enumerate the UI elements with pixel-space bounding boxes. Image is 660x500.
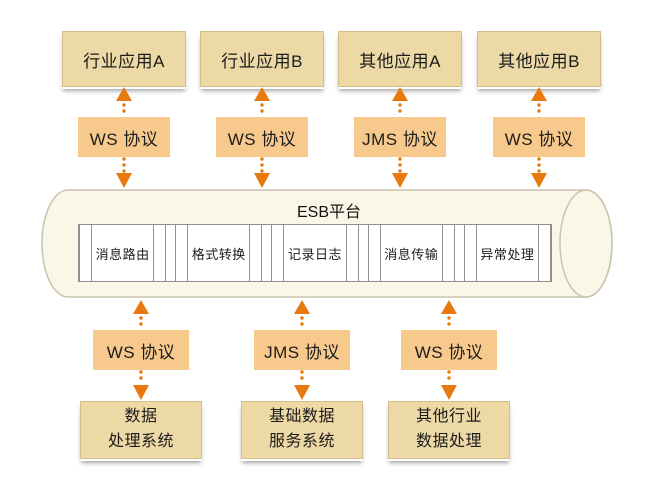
protocol-label: JMS 协议 xyxy=(354,117,446,157)
arrow-up-icon xyxy=(133,300,149,330)
esb-module-logging: 记录日志 xyxy=(271,225,359,281)
protocol-label: WS 协议 xyxy=(216,117,308,157)
arrow-up-icon xyxy=(531,87,547,117)
module-spacer xyxy=(272,225,285,281)
arrow-down-icon xyxy=(441,370,457,400)
protocol-label: WS 协议 xyxy=(493,117,585,157)
module-spacer xyxy=(80,225,92,281)
module-label: 消息传输 xyxy=(384,246,439,262)
esb-module-strip: 消息路由 格式转换 记录日志 消息传输 异常处理 xyxy=(78,224,552,282)
esb-module-message-routing: 消息路由 xyxy=(79,225,167,281)
module-label: 格式转换 xyxy=(191,246,246,262)
module-label: 消息路由 xyxy=(95,246,150,262)
arrow-down-icon xyxy=(531,157,547,188)
arrow-up-icon xyxy=(441,300,457,330)
protocol-label: JMS 协议 xyxy=(254,330,350,370)
arrow-down-icon xyxy=(392,157,408,188)
protocol-label: WS 协议 xyxy=(93,330,189,370)
esb-platform-title: ESB平台 xyxy=(296,204,362,221)
esb-module-exception-handling: 异常处理 xyxy=(463,225,552,281)
module-spacer xyxy=(441,225,454,281)
module-label: 记录日志 xyxy=(288,246,343,262)
arrow-up-icon xyxy=(254,87,270,117)
module-spacer xyxy=(369,225,381,281)
arrow-up-icon xyxy=(294,300,310,330)
arrow-up-icon xyxy=(116,87,132,117)
arrow-down-icon xyxy=(294,370,310,400)
arrow-up-icon xyxy=(392,87,408,117)
system-box-other-industry-data: 其他行业 数据处理 xyxy=(388,401,510,459)
module-spacer xyxy=(249,225,261,281)
system-box-data-processing: 数据 处理系统 xyxy=(80,401,202,459)
module-spacer xyxy=(153,225,165,281)
module-spacer xyxy=(538,225,550,281)
app-box-other-b: 其他应用B xyxy=(477,31,601,87)
app-box-industry-b: 行业应用B xyxy=(200,31,324,87)
module-label: 异常处理 xyxy=(480,246,535,262)
protocol-label: WS 协议 xyxy=(78,117,170,157)
app-box-other-a: 其他应用A xyxy=(338,31,462,87)
module-spacer xyxy=(465,225,477,281)
esb-module-message-transport: 消息传输 xyxy=(367,225,455,281)
arrow-down-icon xyxy=(254,157,270,188)
app-box-industry-a: 行业应用A xyxy=(62,31,186,87)
system-box-basic-data-service: 基础数据 服务系统 xyxy=(241,401,363,459)
protocol-label: WS 协议 xyxy=(401,330,497,370)
module-spacer xyxy=(345,225,358,281)
esb-module-format-conversion: 格式转换 xyxy=(175,225,263,281)
module-spacer xyxy=(176,225,189,281)
arrow-down-icon xyxy=(133,370,149,400)
arrow-down-icon xyxy=(116,157,132,188)
